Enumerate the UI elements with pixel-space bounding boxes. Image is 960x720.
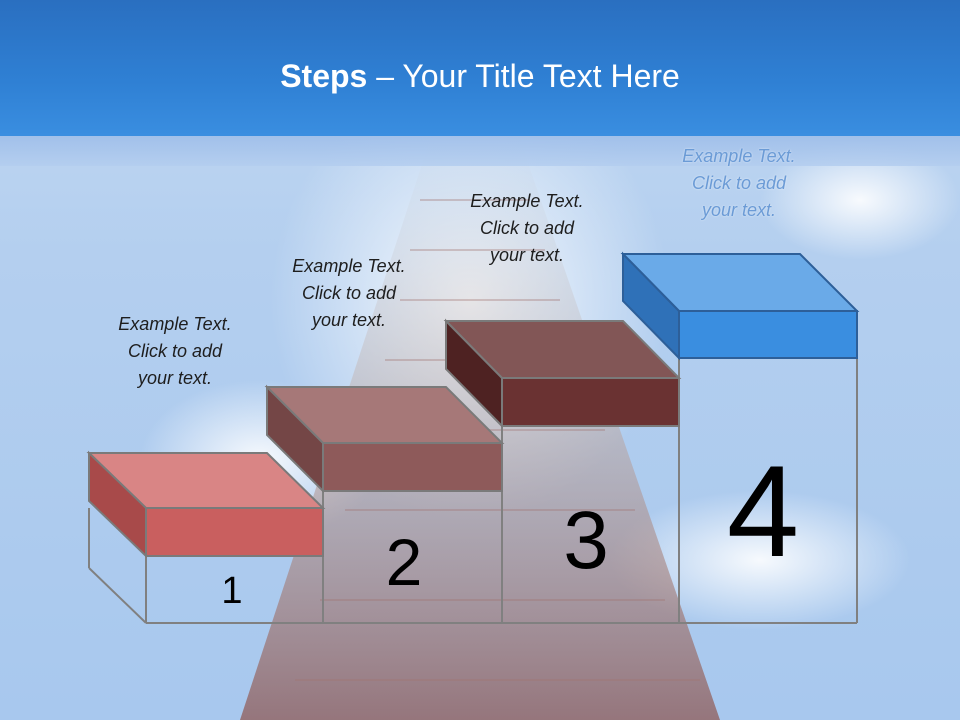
- step-4-text-line: Example Text.: [682, 146, 796, 166]
- step-3-number: 3: [563, 495, 609, 586]
- step-1-text[interactable]: Example Text. Click to add your text.: [75, 311, 275, 392]
- title-bar-band: [0, 136, 960, 166]
- step-4-text-line: Click to add: [691, 173, 787, 193]
- step-1-text-line: Example Text.: [118, 314, 232, 334]
- title-bold: Steps: [280, 58, 368, 94]
- step-3-block[interactable]: [443, 318, 682, 429]
- step-4-block[interactable]: [620, 251, 860, 361]
- step-2-block[interactable]: [264, 384, 505, 494]
- step-3-text-line: Click to add: [479, 218, 575, 238]
- step-4-text-line: your text.: [701, 200, 777, 220]
- frame-edge: [88, 567, 147, 624]
- step-4-text[interactable]: Example Text. Click to add your text.: [639, 143, 839, 224]
- step-3-text-line: Example Text.: [470, 191, 584, 211]
- step-2-text-line: Click to add: [301, 283, 397, 303]
- step-3-text-line: your text.: [489, 245, 565, 265]
- step-1-block[interactable]: [86, 450, 326, 559]
- step-3-text[interactable]: Example Text. Click to add your text.: [427, 188, 627, 269]
- slide-title[interactable]: Steps – Your Title Text Here: [0, 56, 960, 96]
- step-4-number: 4: [727, 438, 799, 584]
- step-1-text-line: your text.: [137, 368, 213, 388]
- step-2-text-line: Example Text.: [292, 256, 406, 276]
- step-2-text[interactable]: Example Text. Click to add your text.: [249, 253, 449, 334]
- step-1-text-line: Click to add: [127, 341, 223, 361]
- step-2-text-line: your text.: [311, 310, 387, 330]
- step-2-number: 2: [386, 525, 423, 599]
- title-rest: – Your Title Text Here: [367, 58, 680, 94]
- title-bar: [0, 0, 960, 136]
- step-1-number: 1: [221, 570, 242, 612]
